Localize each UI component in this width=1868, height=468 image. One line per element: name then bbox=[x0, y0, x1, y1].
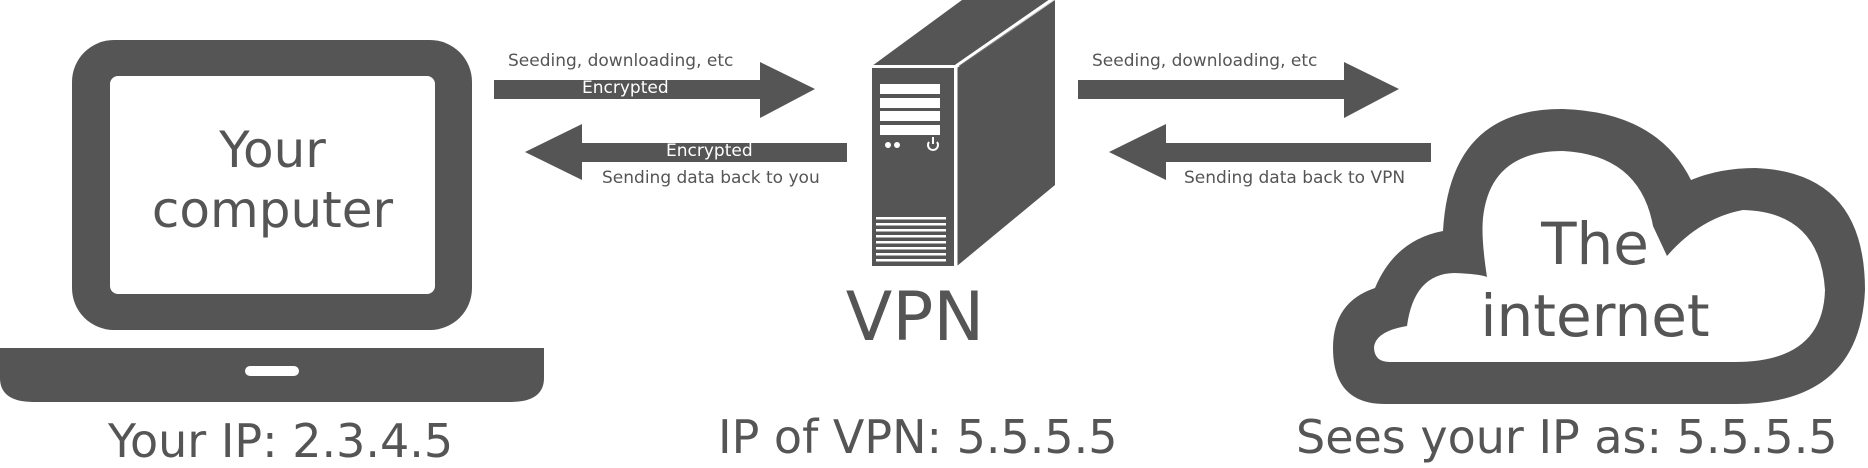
internet-label-line2: internet bbox=[1480, 282, 1710, 350]
arrow-label-return-2: Sending data back to VPN bbox=[1184, 168, 1406, 188]
arrow-computer-to-vpn bbox=[494, 62, 815, 118]
arrow-inner-encrypted-2: Encrypted bbox=[666, 141, 753, 161]
vpn-label: VPN bbox=[845, 278, 985, 357]
computer-label-line2: computer bbox=[151, 181, 394, 239]
server-icon bbox=[870, 0, 1055, 268]
cloud-icon bbox=[1333, 108, 1865, 404]
internet-label: The internet bbox=[1460, 208, 1730, 352]
arrow-label-return-1: Sending data back to you bbox=[602, 168, 820, 188]
computer-label-line1: Your bbox=[219, 121, 326, 179]
arrow-label-outgoing-2: Seeding, downloading, etc bbox=[1092, 51, 1318, 71]
computer-caption: Your IP: 2.3.4.5 bbox=[108, 414, 454, 468]
arrow-vpn-to-internet bbox=[1078, 62, 1399, 118]
arrow-vpn-to-computer bbox=[525, 124, 847, 180]
laptop-icon bbox=[0, 40, 544, 402]
computer-label: Your computer bbox=[110, 120, 435, 240]
internet-caption: Sees your IP as: 5.5.5.5 bbox=[1296, 410, 1838, 464]
vpn-caption: IP of VPN: 5.5.5.5 bbox=[718, 410, 1118, 464]
arrow-inner-encrypted-1: Encrypted bbox=[582, 78, 669, 98]
arrow-label-outgoing-1: Seeding, downloading, etc bbox=[508, 51, 734, 71]
arrow-internet-to-vpn bbox=[1109, 124, 1431, 180]
internet-label-line1: The bbox=[1541, 210, 1649, 278]
